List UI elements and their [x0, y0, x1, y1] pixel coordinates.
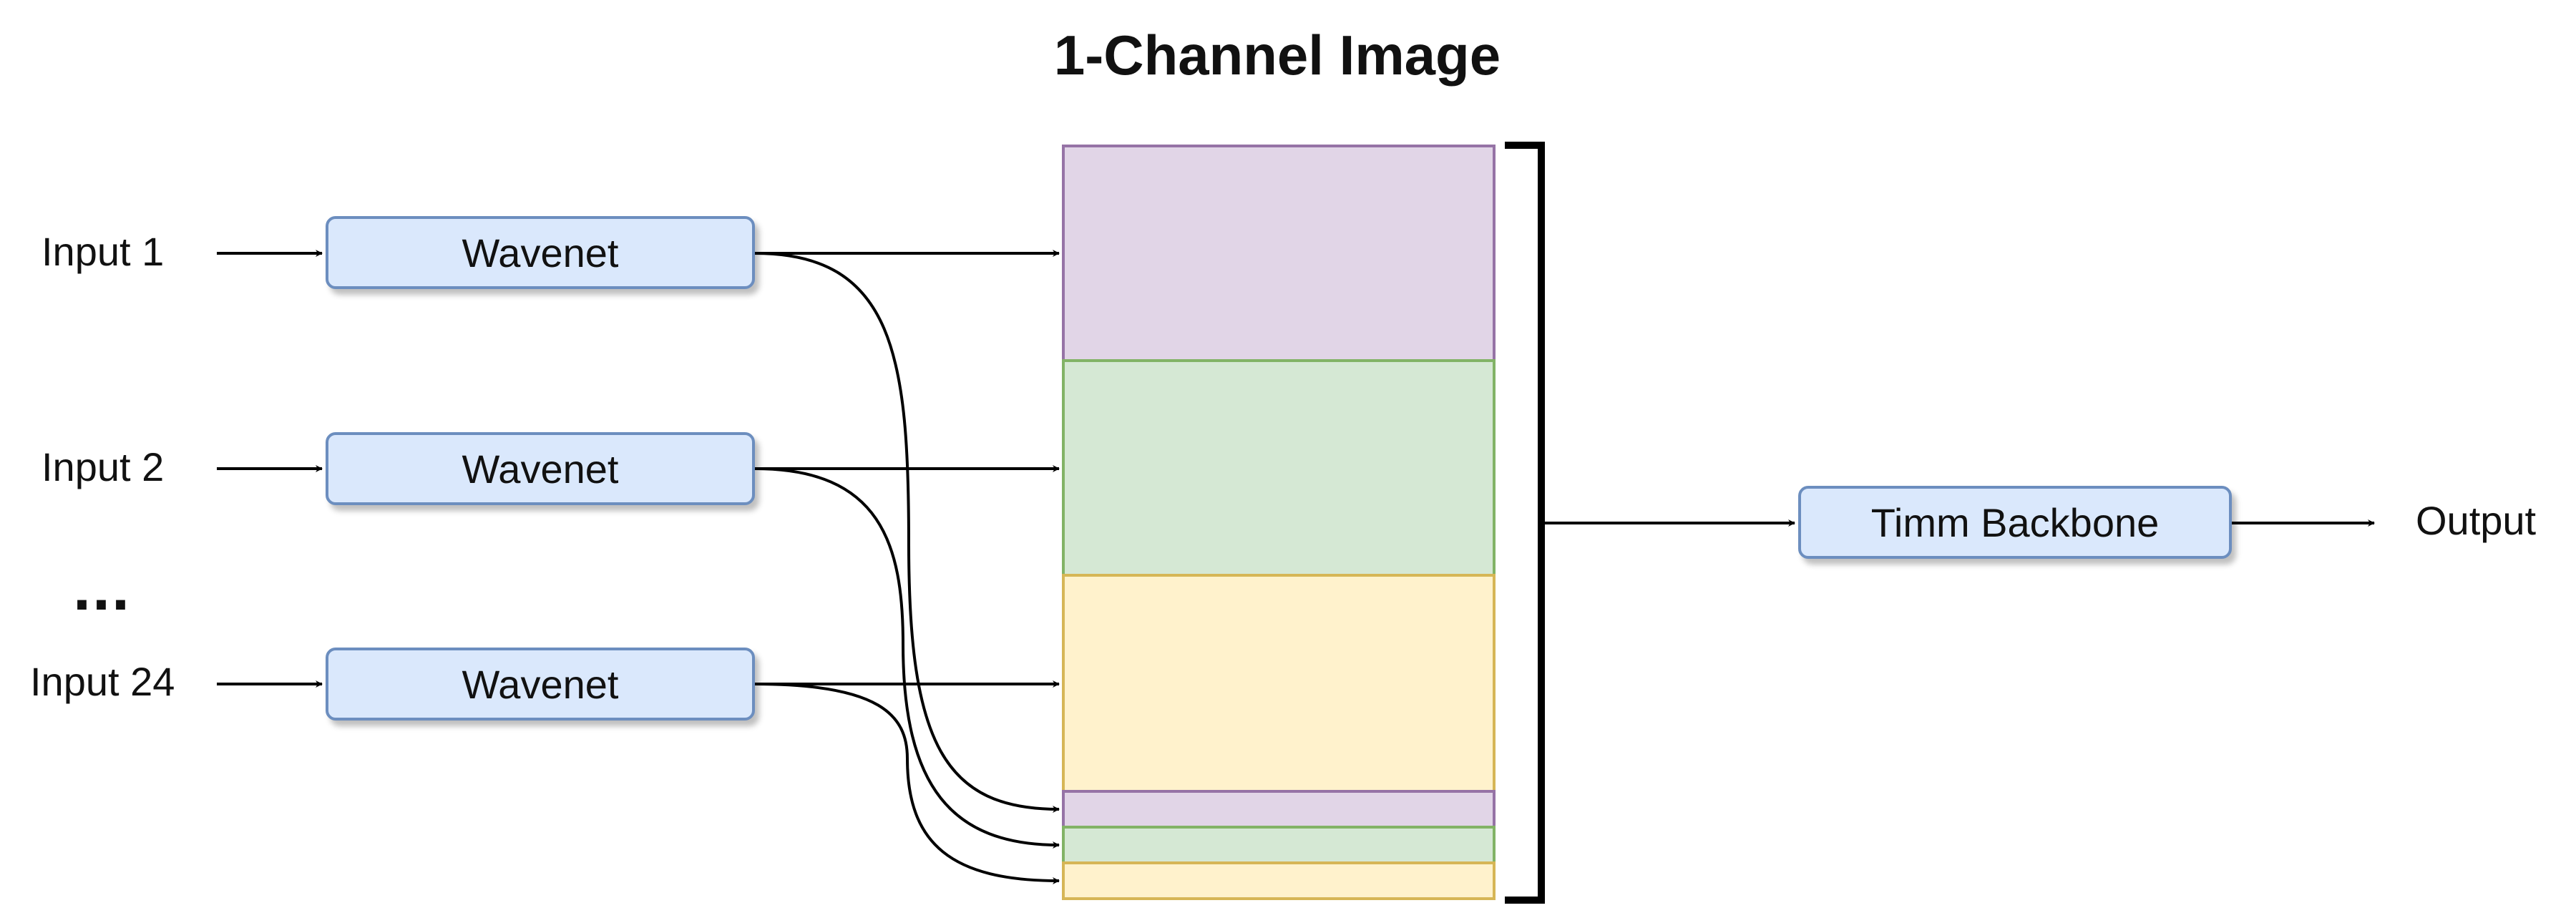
input-1-label: Input 1 — [42, 229, 165, 274]
diagram-title: 1-Channel Image — [1053, 24, 1501, 87]
wavenet-box-2: Wavenet — [326, 432, 755, 505]
wavenet-24-to-small-3 — [754, 683, 1060, 884]
input-2-label: Input 2 — [42, 444, 165, 489]
wavenet-box-1: Wavenet — [326, 216, 755, 289]
timm-backbone-box: Timm Backbone — [1798, 486, 2232, 559]
input-24-label: Input 24 — [30, 659, 175, 704]
output-label: Output — [2416, 498, 2537, 543]
image-bracket — [1505, 142, 1545, 904]
wavenet-2-to-small-2 — [754, 467, 1060, 849]
image-segment-small-3 — [1062, 861, 1496, 900]
wavenet-box-24: Wavenet — [326, 648, 755, 721]
wavenet-1-to-small-1 — [754, 252, 1060, 813]
